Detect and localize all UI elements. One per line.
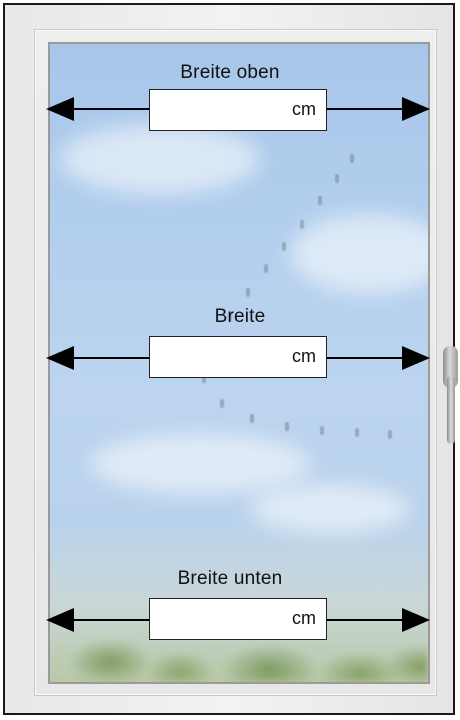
bird-shape <box>228 312 232 321</box>
width-bottom-input-box[interactable]: cm <box>149 598 327 640</box>
measure-top-label: Breite oben <box>180 62 280 83</box>
arrow-line-right <box>327 108 404 110</box>
arrow-head-right <box>402 97 430 121</box>
width-middle-field[interactable] <box>154 341 258 373</box>
width-bottom-field[interactable] <box>154 603 258 635</box>
handle-grip <box>447 376 455 444</box>
arrow-line-left <box>72 108 149 110</box>
double-headed-arrow-icon <box>46 346 430 370</box>
bird-shape <box>388 430 392 439</box>
measure-bottom-label: Breite unten <box>177 568 283 589</box>
arrow-line-right <box>327 357 404 359</box>
width-top-input-box[interactable]: cm <box>149 89 327 131</box>
arrow-line-right <box>327 619 404 621</box>
unit-label: cm <box>292 99 316 119</box>
bird-shape <box>300 220 304 229</box>
bird-shape <box>220 399 224 408</box>
cloud-shape <box>250 484 410 534</box>
cloud-shape <box>60 124 260 194</box>
arrow-head-left <box>46 346 74 370</box>
bird-shape <box>246 288 250 297</box>
arrow-head-right <box>402 346 430 370</box>
unit-label: cm <box>292 608 316 628</box>
arrow-head-right <box>402 608 430 632</box>
cloud-shape <box>90 434 310 494</box>
arrow-line-left <box>72 357 149 359</box>
bird-shape <box>355 428 359 437</box>
arrow-head-left <box>46 608 74 632</box>
double-headed-arrow-icon <box>46 97 430 121</box>
width-middle-input-box[interactable]: cm <box>149 336 327 378</box>
bird-shape <box>202 374 206 383</box>
bird-shape <box>250 414 254 423</box>
measure-middle-label: Breite <box>214 306 266 327</box>
bird-shape <box>285 422 289 431</box>
bird-shape <box>282 242 286 251</box>
window-handle-icon[interactable] <box>443 346 458 446</box>
arrow-head-left <box>46 97 74 121</box>
bird-shape <box>318 196 322 205</box>
bird-shape <box>320 426 324 435</box>
unit-label: cm <box>292 346 316 366</box>
arrow-line-left <box>72 619 149 621</box>
double-headed-arrow-icon <box>46 608 430 632</box>
cloud-shape <box>290 214 428 294</box>
bird-shape <box>264 264 268 273</box>
bird-shape <box>335 174 339 183</box>
bird-shape <box>350 154 354 163</box>
width-top-field[interactable] <box>154 94 258 126</box>
